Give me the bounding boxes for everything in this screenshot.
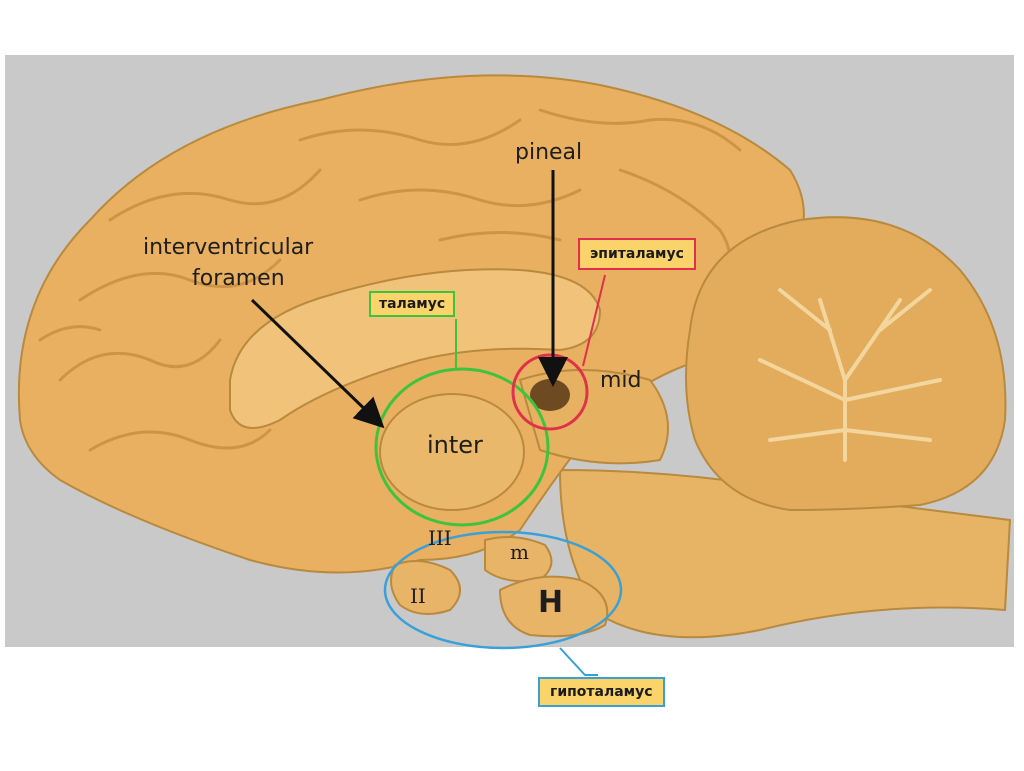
epithalamus-connector [582, 274, 606, 367]
label-foramen: foramen [192, 266, 285, 291]
gyri-texture [38, 108, 742, 452]
hypothalamus-connector [559, 647, 598, 676]
mammillary-body [484, 535, 553, 583]
callout-epithalamus: эпиталамус [578, 238, 696, 270]
optic-chiasm [390, 560, 461, 615]
pineal-gland [530, 379, 570, 411]
cerebellum [685, 216, 1007, 512]
callout-thalamus: таламус [369, 291, 456, 317]
label-m: m [510, 540, 529, 564]
corpus-callosum [229, 268, 602, 429]
label-III: III [428, 526, 452, 550]
callout-hypothalamus: гипоталамус [538, 677, 665, 707]
thalamus-mass [379, 393, 525, 511]
arbor-vitae [758, 288, 942, 462]
thalamus-outline [374, 367, 550, 527]
label-inter: inter [427, 431, 483, 459]
pituitary [498, 575, 609, 638]
label-II: II [410, 584, 426, 608]
foramen-arrow [250, 298, 385, 429]
epithalamus-outline [511, 353, 589, 431]
label-pineal: pineal [515, 140, 583, 165]
label-H: H [538, 585, 564, 620]
label-mid: mid [600, 368, 642, 393]
label-interventricular: interventricular [143, 235, 314, 260]
hypothalamus-outline [383, 530, 623, 650]
